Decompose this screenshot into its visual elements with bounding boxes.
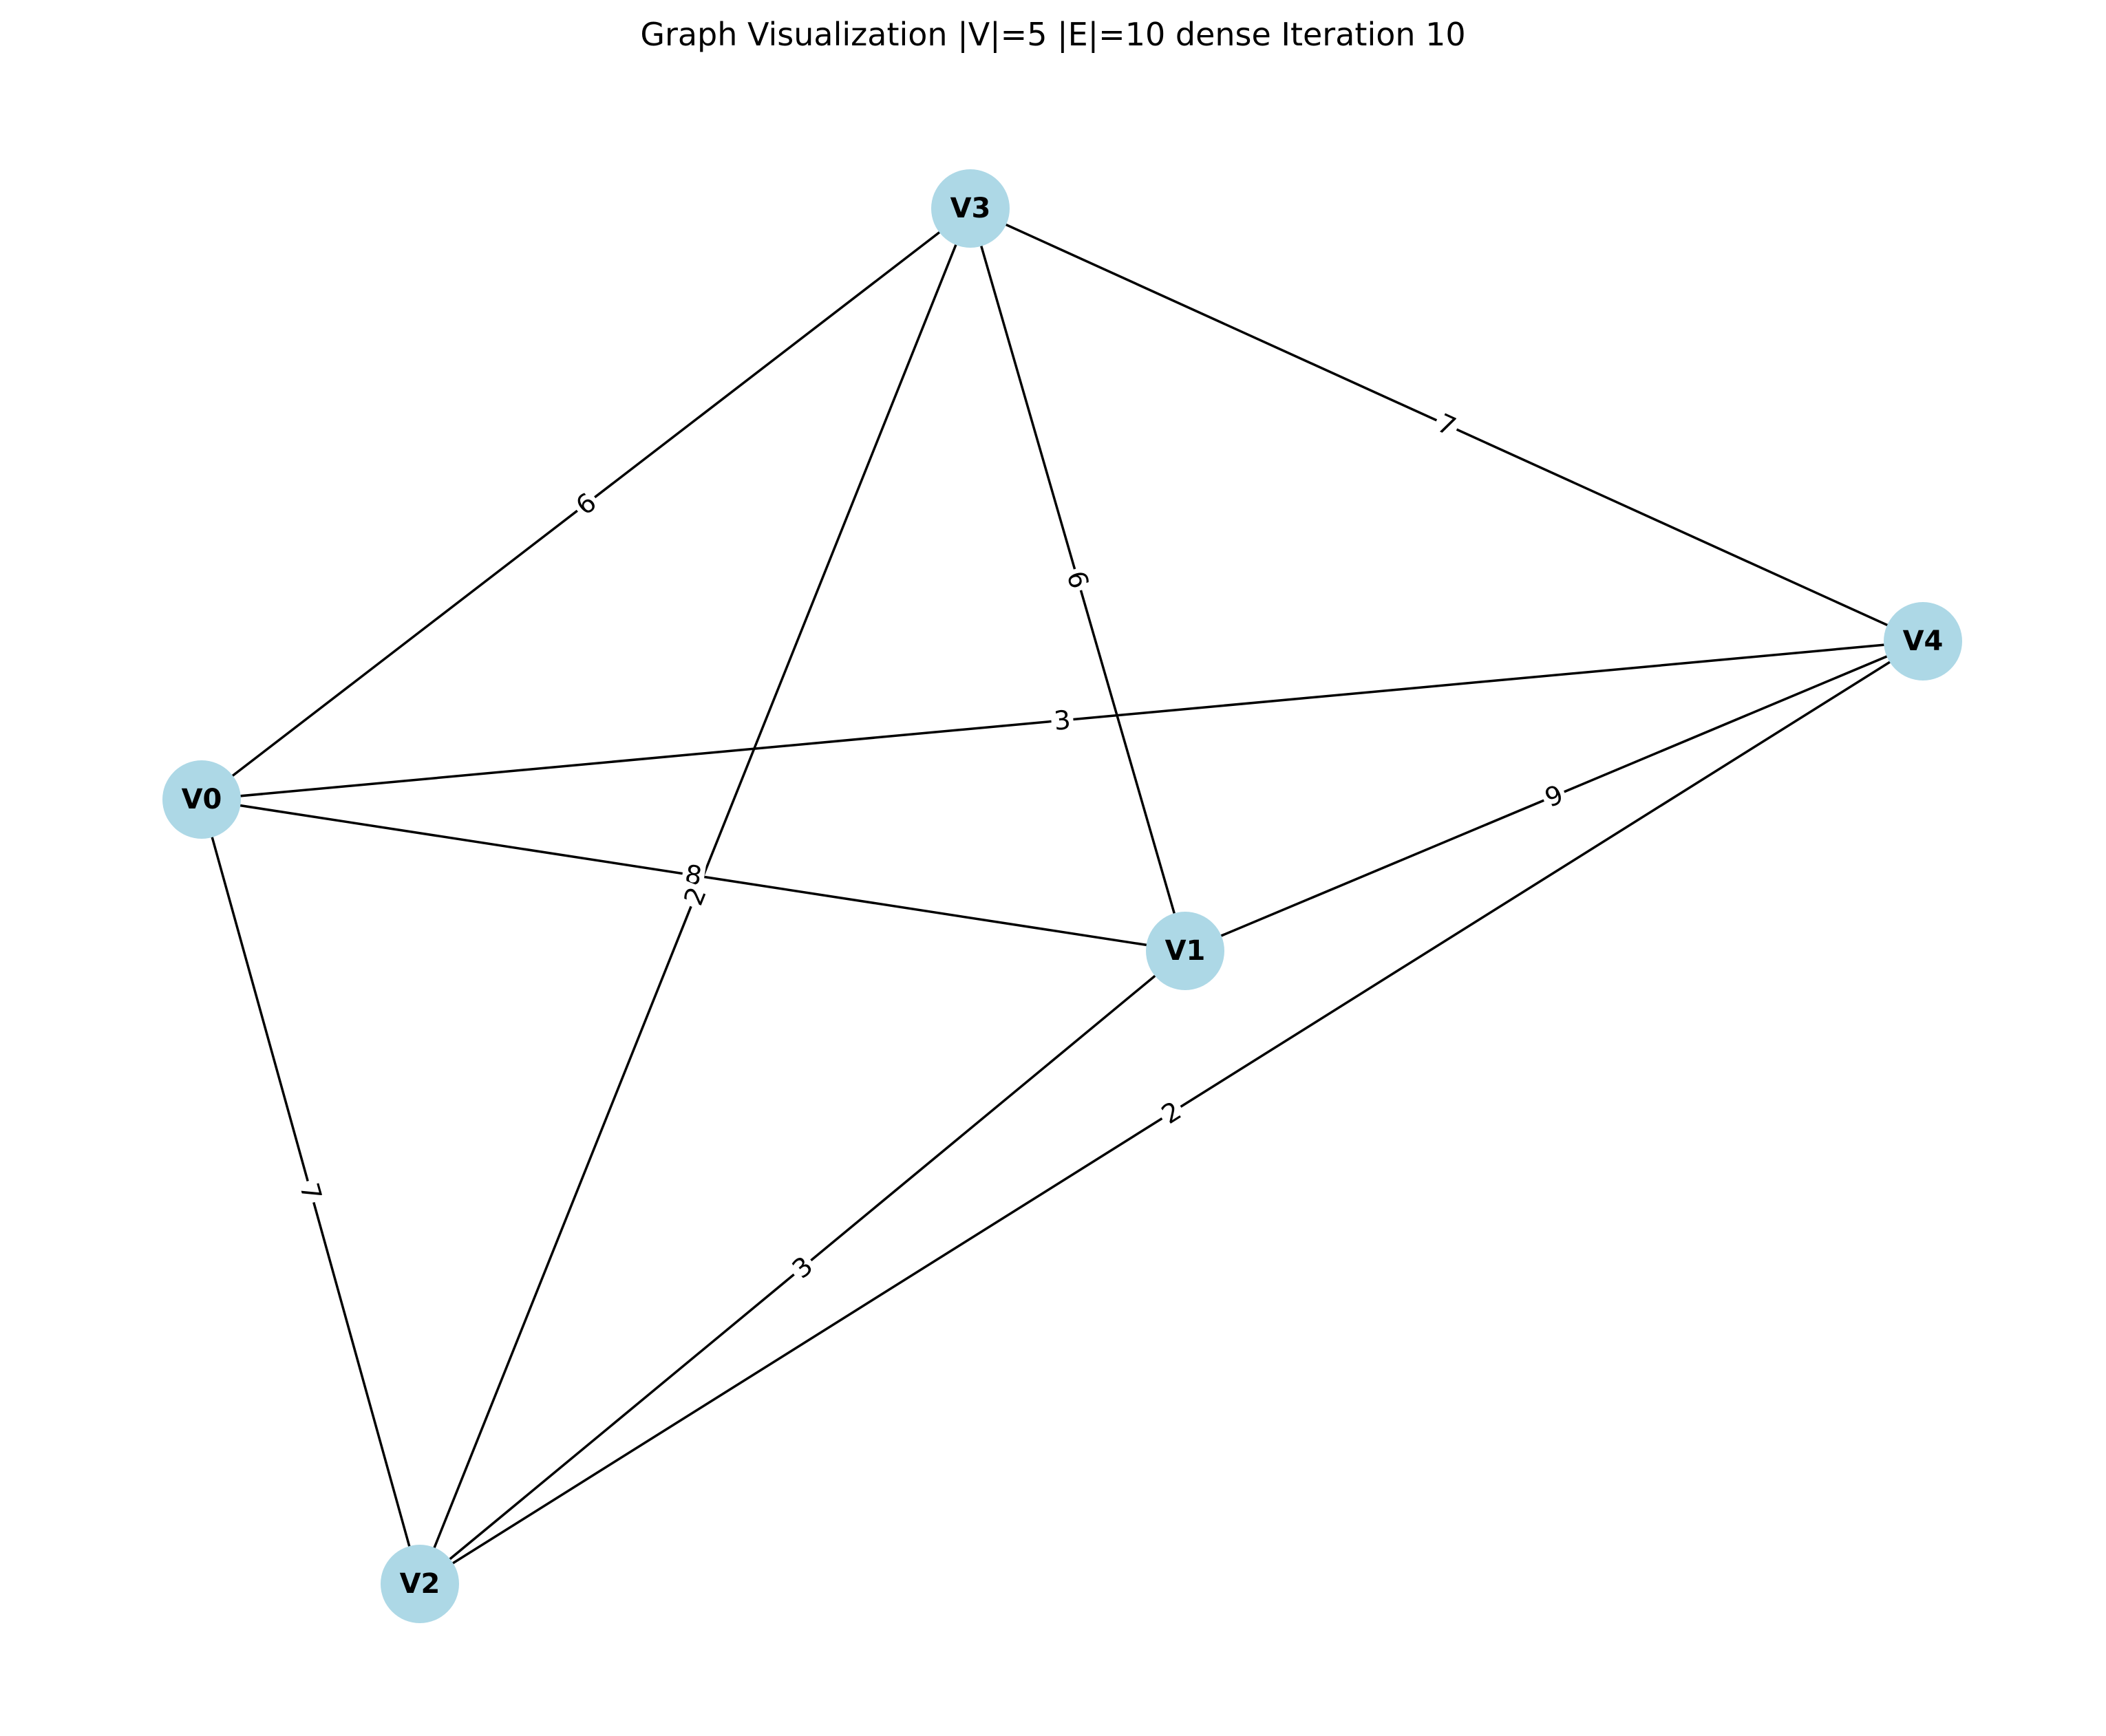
- node-label: V3: [950, 193, 991, 224]
- edge-weight-label-bg: [1059, 564, 1097, 595]
- edge-weight-label-bg: [783, 1247, 822, 1287]
- edge-weight-label-bg: [567, 484, 605, 524]
- edge-weight-label-group: 7: [1429, 405, 1464, 444]
- edge-weight-label: 6: [1061, 568, 1095, 592]
- node-v1: V1: [1146, 912, 1224, 990]
- edge-weight-label-group: 3: [1050, 703, 1075, 738]
- node-label: V4: [1903, 625, 1944, 657]
- node-circle: [162, 760, 241, 839]
- edge-weight-label-bg: [675, 879, 715, 913]
- node-label: V0: [182, 784, 222, 815]
- edges-layer: [200, 207, 1924, 1585]
- edge-weight-label: 7: [294, 1179, 328, 1203]
- edge-weight-label-bg: [1537, 776, 1571, 816]
- edge-weight-label: 3: [1052, 705, 1072, 736]
- edge-weight-label-bg: [1153, 1093, 1190, 1133]
- edge-weight-label-group: 6: [1059, 564, 1097, 595]
- diagram-title: Graph Visualization |V|=5 |E|=10 dense I…: [640, 16, 1465, 54]
- node-label: V1: [1165, 935, 1206, 967]
- edge-weight-label-bg: [292, 1177, 330, 1207]
- edge-weight-label-group: 7: [292, 1177, 330, 1207]
- node-v4: V4: [1884, 602, 1962, 681]
- edge-weight-label-group: 2: [1153, 1093, 1190, 1133]
- node-v0: V0: [162, 760, 241, 839]
- edge-weight-label-group: 3: [783, 1247, 822, 1287]
- node-circle: [1884, 602, 1962, 681]
- node-v3: V3: [931, 169, 1010, 248]
- edge-weight-label-group: 9: [1537, 776, 1571, 816]
- node-v2: V2: [381, 1545, 459, 1623]
- edge-weight-label-bg: [1429, 405, 1464, 444]
- node-circle: [931, 169, 1010, 248]
- node-label: V2: [400, 1568, 440, 1600]
- edge-weight-label-bg: [1050, 703, 1075, 738]
- edge-weight-label-group: 6: [567, 484, 605, 524]
- node-circle: [1146, 912, 1224, 990]
- node-circle: [381, 1545, 459, 1623]
